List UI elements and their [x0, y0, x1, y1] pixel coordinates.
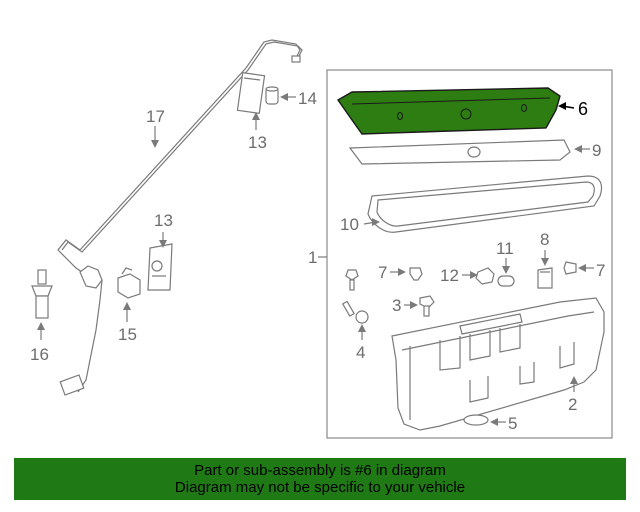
callout-8: 8 [540, 230, 549, 249]
part-11-plug[interactable] [497, 275, 515, 287]
part-5-plug[interactable] [463, 414, 489, 426]
part-12-grommet[interactable] [475, 267, 495, 285]
callout-5: 5 [508, 414, 517, 433]
part-2-inner-panel[interactable] [391, 297, 605, 431]
callout-14: 14 [298, 89, 317, 108]
callout-17: 17 [146, 107, 165, 126]
banner-line-2: Diagram may not be specific to your vehi… [174, 479, 466, 496]
callout-6: 6 [578, 99, 588, 119]
part-17-wire-harness[interactable] [57, 39, 303, 396]
part-7-clip-right[interactable] [563, 261, 577, 275]
callout-15: 15 [118, 325, 137, 344]
callout-16: 16 [30, 345, 49, 364]
callout-2: 2 [568, 395, 577, 414]
callout-10: 10 [340, 215, 359, 234]
part-13-lower-lamp[interactable] [147, 243, 173, 291]
callout-4: 4 [356, 343, 365, 362]
callout-9: 9 [592, 141, 601, 160]
callout-7-left: 7 [378, 263, 387, 282]
part-6-applique-highlighted[interactable] [336, 87, 561, 135]
part-14-bulb[interactable] [265, 86, 279, 105]
part-13-upper-lamp[interactable] [236, 71, 266, 115]
callout-7-right: 7 [596, 261, 605, 280]
callout-3: 3 [392, 296, 401, 315]
part-4-bolt[interactable] [341, 300, 369, 324]
info-banner: Part or sub-assembly is #6 in diagram Di… [14, 458, 626, 500]
fastener-bolt[interactable] [345, 269, 359, 291]
parts-diagram: 17 13 14 13 15 16 1 [30, 39, 613, 439]
callout-1: 1 [308, 248, 317, 267]
part-3-screw[interactable] [419, 295, 435, 317]
callout-12: 12 [440, 266, 459, 285]
banner-line-1: Part or sub-assembly is #6 in diagram [194, 462, 446, 479]
assembly-box [326, 69, 613, 439]
part-7-clip-left[interactable] [409, 267, 423, 281]
part-8-clip[interactable] [537, 267, 553, 289]
callout-13-lower: 13 [154, 211, 173, 230]
callout-11: 11 [496, 239, 514, 258]
part-10-seal[interactable] [367, 175, 603, 233]
part-16-sensor[interactable] [31, 269, 53, 319]
part-15-socket[interactable] [117, 267, 141, 299]
part-9-trim-strip[interactable] [348, 139, 571, 165]
callout-13-upper: 13 [248, 133, 267, 152]
